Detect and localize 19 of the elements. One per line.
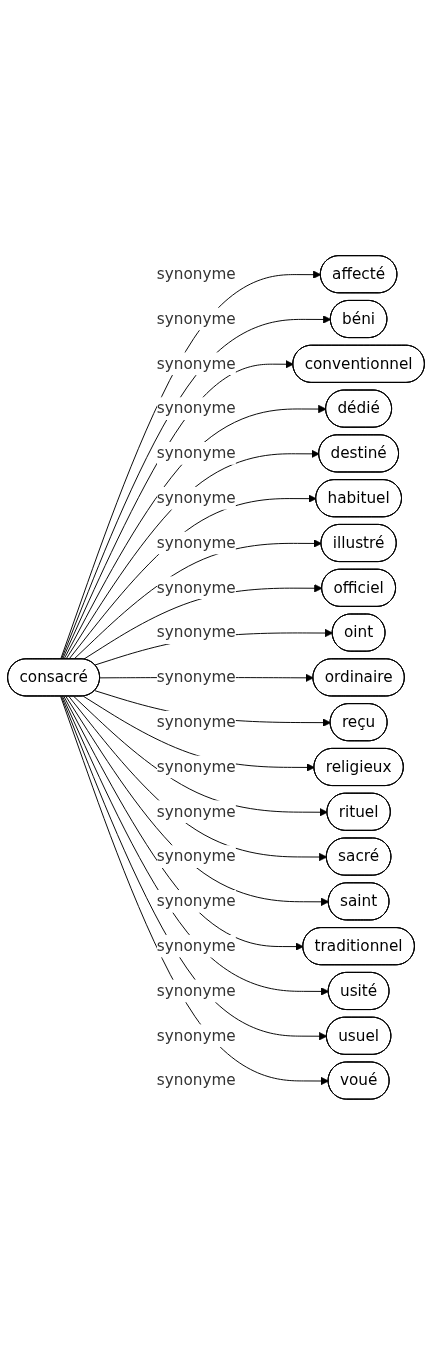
edge-label: synonyme [156, 1026, 236, 1045]
edge-label: synonyme [156, 981, 236, 1000]
edge-label: synonyme [156, 802, 236, 821]
edge-label: synonyme [156, 488, 236, 507]
edge-label: synonyme [156, 667, 236, 687]
edge-label: synonyme [156, 1071, 236, 1090]
edge-label: synonyme [156, 399, 236, 418]
edge-label: synonyme [156, 354, 236, 373]
edge-label: synonyme [156, 936, 236, 955]
edge-label: synonyme [156, 891, 236, 911]
edge-label: synonyme [156, 264, 236, 283]
edge-label: synonyme [156, 309, 236, 328]
edge-label: synonyme [156, 533, 236, 552]
edge-label: synonyme [156, 712, 236, 731]
edge-label: synonyme [156, 578, 236, 597]
edge-label: synonyme [156, 623, 236, 642]
edge-label: synonyme [156, 757, 236, 776]
edge-label: synonyme [156, 847, 236, 866]
edge-label: synonyme [156, 443, 236, 463]
